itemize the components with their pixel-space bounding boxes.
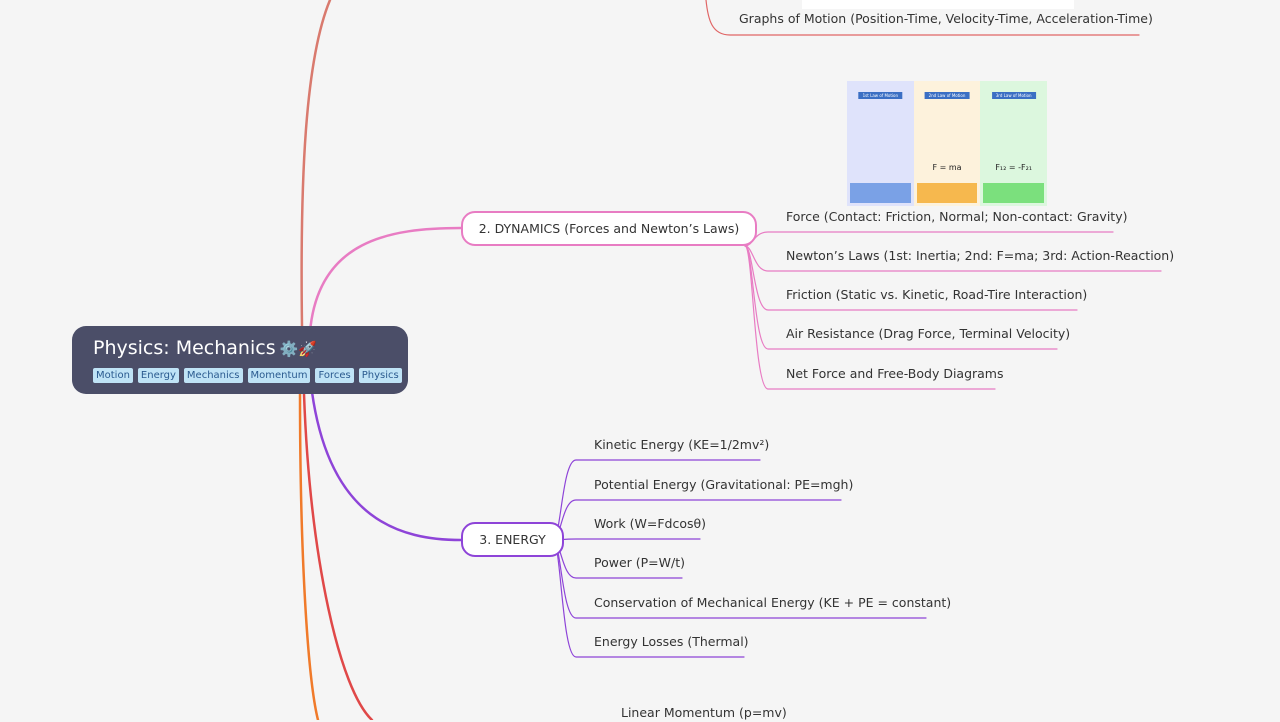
root-tags: Motion Energy Mechanics Momentum Forces … <box>93 368 408 383</box>
leaf-connector <box>744 245 996 390</box>
root-to-bottom-branch-orange <box>298 392 320 720</box>
root-topic[interactable]: Physics: Mechanics⚙️🚀 Motion Energy Mech… <box>72 326 408 394</box>
branch-1-leaf[interactable]: Kinetic Energy (KE=1/2mv²) <box>594 437 770 452</box>
branch-dynamics-label: 2. DYNAMICS (Forces and Newton’s Laws) <box>478 221 740 236</box>
root-title: Physics: Mechanics <box>93 337 276 359</box>
branch-1-leaf[interactable]: Work (W=Fdcosθ) <box>594 516 707 531</box>
second-law-footer <box>916 183 978 203</box>
first-law-footer <box>850 183 911 203</box>
top-image-fragment <box>802 0 1074 9</box>
third-law-equation: F₁₂ = -F₂₁ <box>995 163 1033 172</box>
leaf-connector <box>744 231 1114 247</box>
branch-0-leaf[interactable]: Net Force and Free-Body Diagrams <box>786 366 1004 381</box>
root-to-bottom-branch-red <box>302 392 374 720</box>
branch-0-leaf[interactable]: Air Resistance (Drag Force, Terminal Vel… <box>786 326 1071 341</box>
leaf-connector <box>552 538 701 541</box>
newton-laws-image: 1st Law of Motion 2nd Law of Motion F = … <box>847 81 1048 206</box>
top-leaf-connector <box>705 0 1140 36</box>
gear-rocket-emoji-icon: ⚙️🚀 <box>279 340 317 358</box>
branch-1-leaf[interactable]: Power (P=W/t) <box>594 555 686 570</box>
tag-forces[interactable]: Forces <box>315 368 354 383</box>
second-law-panel: 2nd Law of Motion F = ma <box>913 81 981 206</box>
branch-0-leaf[interactable]: Force (Contact: Friction, Normal; Non-co… <box>786 209 1128 224</box>
tag-energy[interactable]: Energy <box>137 368 179 383</box>
first-law-header: 1st Law of Motion <box>858 92 903 99</box>
branch-1-leaf[interactable]: Energy Losses (Thermal) <box>594 634 749 649</box>
branch-energy-label: 3. ENERGY <box>479 532 546 547</box>
tag-physics[interactable]: Physics <box>358 368 402 383</box>
root-to-dynamics <box>308 226 463 334</box>
second-law-equation: F = ma <box>932 163 962 172</box>
second-law-header: 2nd Law of Motion <box>924 92 970 99</box>
branch-dynamics[interactable]: 2. DYNAMICS (Forces and Newton’s Laws) <box>461 211 757 246</box>
leaf-graphs-of-motion[interactable]: Graphs of Motion (Position-Time, Velocit… <box>739 11 1153 26</box>
branch-1-leaf[interactable]: Potential Energy (Gravitational: PE=mgh) <box>594 477 854 492</box>
third-law-header: 3rd Law of Motion <box>991 92 1036 99</box>
tag-momentum[interactable]: Momentum <box>247 368 311 383</box>
branch-1-leaf[interactable]: Conservation of Mechanical Energy (KE + … <box>594 595 952 610</box>
tag-motion[interactable]: Motion <box>93 368 133 383</box>
first-law-panel: 1st Law of Motion <box>847 81 914 206</box>
third-law-panel: 3rd Law of Motion F₁₂ = -F₂₁ <box>980 81 1048 206</box>
branch-energy[interactable]: 3. ENERGY <box>461 522 564 557</box>
branch-0-leaf[interactable]: Friction (Static vs. Kinetic, Road-Tire … <box>786 287 1088 302</box>
root-to-top-branch <box>300 0 332 328</box>
tag-mechanics[interactable]: Mechanics <box>183 368 243 383</box>
leaf-linear-momentum[interactable]: Linear Momentum (p=mv) <box>621 705 787 720</box>
third-law-footer <box>983 183 1045 203</box>
branch-0-leaf[interactable]: Newton’s Laws (1st: Inertia; 2nd: F=ma; … <box>786 248 1175 263</box>
root-to-energy <box>310 390 463 542</box>
